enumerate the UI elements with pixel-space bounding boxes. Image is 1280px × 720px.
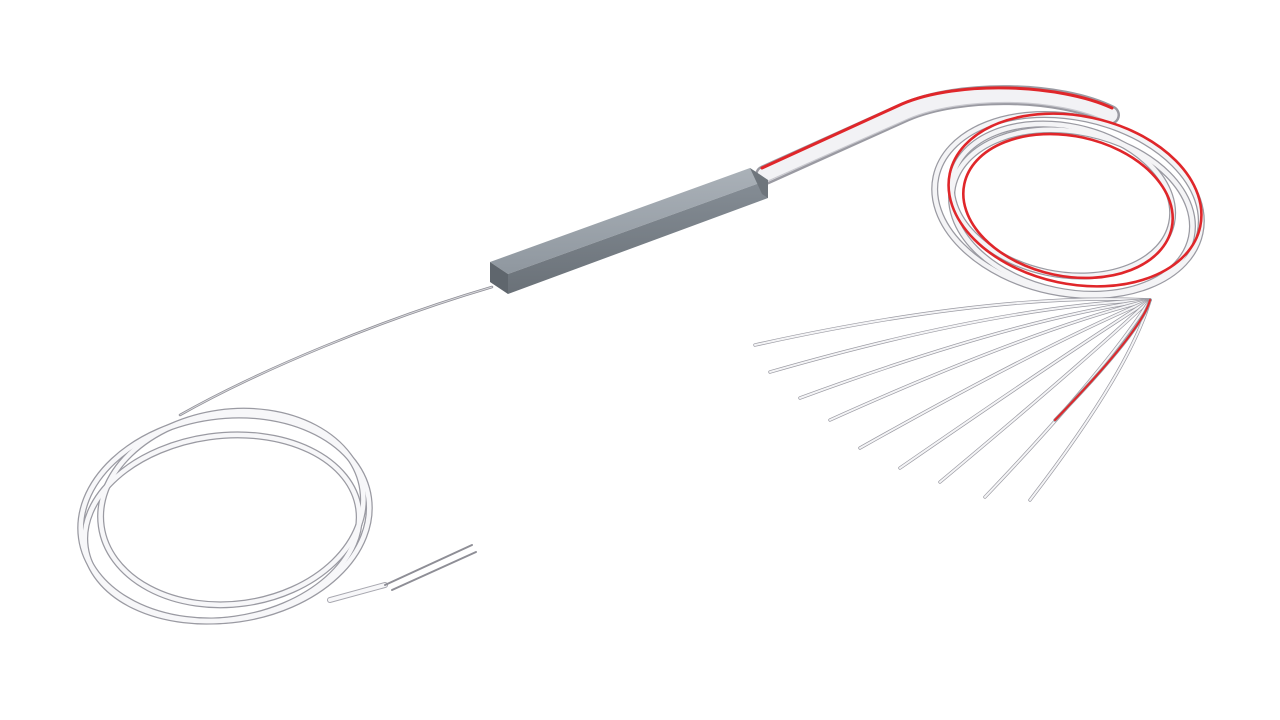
fiber-tail xyxy=(829,299,1151,421)
fiber-fan-out xyxy=(753,297,1152,502)
fiber-tail xyxy=(754,298,1151,346)
fiber-tail xyxy=(769,299,1151,373)
fiber-tail xyxy=(899,299,1151,469)
fiber-tail xyxy=(799,299,1151,399)
output-fiber-coil xyxy=(931,110,1205,300)
fiber-tail-red xyxy=(1054,299,1151,421)
fiber-tail xyxy=(939,299,1151,483)
fiber-tail-shadow xyxy=(1053,298,1152,422)
splitter-housing xyxy=(490,168,768,294)
fiber-tail xyxy=(859,299,1151,449)
fiber-tail xyxy=(1029,299,1151,501)
output-ribbon xyxy=(755,85,1120,185)
input-fiber-coil xyxy=(77,285,494,625)
